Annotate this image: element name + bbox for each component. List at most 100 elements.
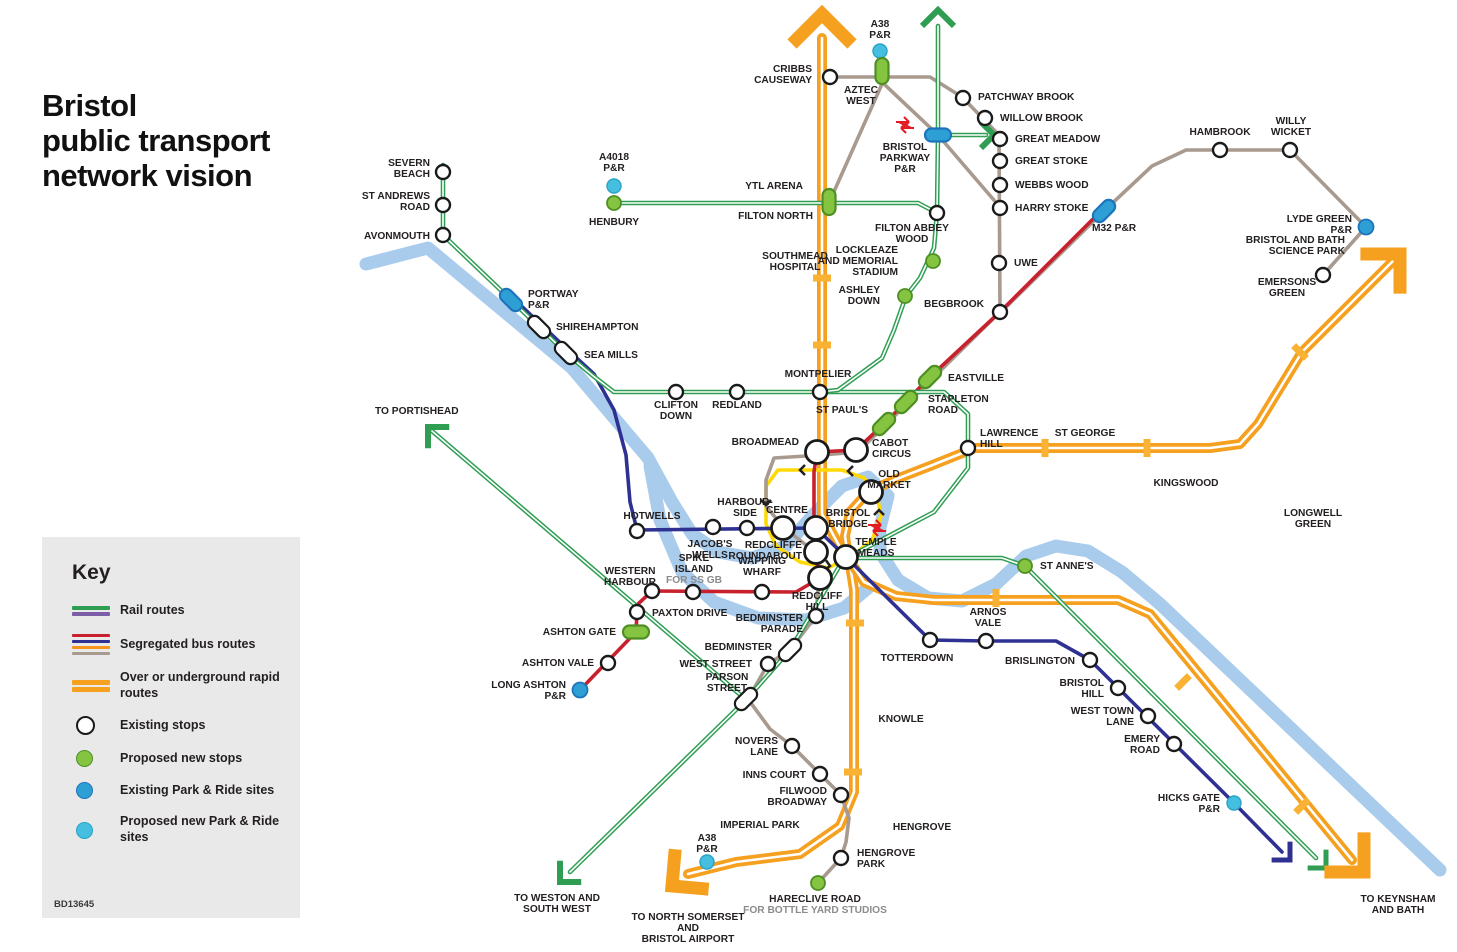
key-item-label: Existing stops [120, 718, 206, 733]
route-rapid-east-west-centerline [843, 256, 1398, 862]
station-bristol-parkway-pr [923, 127, 953, 143]
label-shirehampton: SHIREHAMPTON [556, 322, 638, 333]
station-emery-road [1165, 735, 1183, 753]
station-bristol-hill [1109, 679, 1127, 697]
rapid-tick-icon [813, 341, 831, 349]
route-rail-weston-centerline [569, 559, 844, 873]
label-hotwells: HOTWELLS [623, 511, 680, 522]
station-long-ashton-pr [571, 681, 589, 699]
arrow-weston-green-icon [557, 860, 582, 885]
station-begbrook [991, 303, 1009, 321]
label-paxton-drive: PAXTON DRIVE [652, 608, 728, 619]
arrow-keynsham-orange-icon [1324, 832, 1371, 879]
key-item-label: Rail routes [120, 603, 185, 617]
label-sea-mills: SEA MILLS [584, 350, 638, 361]
loop-arrow-4-icon [873, 508, 885, 516]
station-parson-street [733, 686, 759, 712]
station-st-annes [1017, 558, 1033, 574]
label-m32-pr: M32 P&R [1092, 223, 1137, 234]
label-avonmouth: AVONMOUTH [364, 231, 430, 242]
station-centre [770, 515, 796, 541]
station-sea-mills [553, 340, 579, 366]
station-paxton-drive [628, 603, 646, 621]
station-avonmouth [434, 226, 452, 244]
rapid-tick-icon [1143, 439, 1151, 457]
station-temple-meads [833, 544, 859, 570]
station-west-street [759, 655, 777, 673]
station-bristol-bridge [803, 515, 829, 541]
label-imperial-park: IMPERIAL PARK [720, 820, 800, 831]
rapid-tick-icon [844, 768, 862, 776]
label-begbrook: BEGBROOK [924, 299, 985, 310]
station-filwood-broadway [832, 786, 850, 804]
route-lines-icon [72, 606, 120, 616]
label-hengrove: HENGROVE [893, 822, 952, 833]
station-a4018-pr [606, 178, 622, 194]
label-st-george: ST GEORGE [1055, 428, 1116, 439]
route-bus-brown-m32 [998, 148, 1368, 315]
station-severn-beach [434, 163, 452, 181]
label-bedminster: BEDMINSTER [705, 642, 773, 653]
river-avon-1 [359, 241, 1447, 877]
ex-stop-icon [72, 716, 120, 736]
arrow-keynsham-navy-icon [1271, 841, 1293, 863]
station-harry-stoke [991, 199, 1009, 217]
route-lines-icon [72, 679, 120, 692]
label-centre: CENTRE [766, 505, 808, 516]
label-redland: REDLAND [712, 400, 762, 411]
key-item: Proposed new Park & Ride sites [72, 814, 300, 845]
arrow-ne-orange-icon [1360, 247, 1407, 294]
station-emersons-green [1314, 266, 1332, 284]
label-montpelier: MONTPELIER [785, 369, 852, 380]
station-totterdown [921, 631, 939, 649]
npr-stop-icon [72, 821, 120, 839]
label-to-portishead: TO PORTISHEAD [375, 406, 459, 417]
station-lawrence-hill [959, 439, 977, 457]
station-lyde-green-pr [1357, 218, 1375, 236]
station-brislington [1081, 651, 1099, 669]
station-cribbs-causeway [821, 68, 839, 86]
station-willow-brook [976, 109, 994, 127]
route-rapid-north-south-centerline [686, 36, 856, 876]
station-ytl-arena-filton-north [821, 187, 837, 217]
station-uwe [990, 254, 1008, 272]
station-aztec-west [874, 56, 890, 86]
arrow-north-green-icon [919, 5, 957, 29]
station-a38-pr-north [872, 43, 888, 59]
route-rail-portishead-centerline [431, 430, 745, 699]
station-hicks-gate-pr [1226, 795, 1242, 811]
key-item-label: Existing Park & Ride sites [120, 783, 275, 798]
rapid-tick-icon [846, 619, 864, 627]
label-st-annes: ST ANNE'S [1040, 561, 1094, 572]
station-lockleaze [925, 253, 941, 269]
station-clifton-down [667, 383, 685, 401]
station-shirehampton [526, 314, 552, 340]
arrow-north-orange-icon [787, 4, 857, 49]
loop-arrow-3-icon [760, 499, 772, 507]
station-cabot-circus [843, 437, 869, 463]
